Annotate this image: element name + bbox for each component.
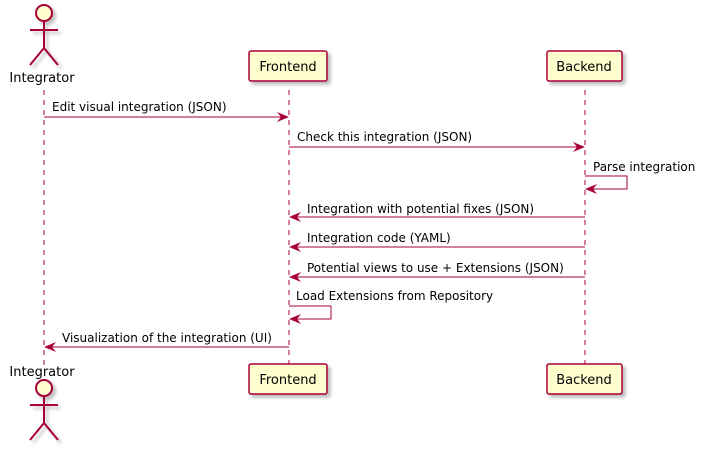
arrowhead — [289, 242, 301, 252]
arrowhead — [277, 112, 289, 122]
participant-label-integrator-bottom: Integrator — [9, 365, 75, 380]
participant-label-frontend-top: Frontend — [259, 60, 316, 75]
message-1: Edit visual integration (JSON) — [44, 100, 289, 122]
arrowhead — [44, 342, 56, 352]
participant-label-backend-top: Backend — [556, 60, 612, 75]
message-7: Load Extensions from Repository — [289, 289, 493, 324]
message-label: Integration with potential fixes (JSON) — [307, 202, 534, 216]
message-label: Parse integration — [593, 160, 695, 174]
participant-backend-bottom: Backend — [546, 363, 623, 395]
message-label: Edit visual integration (JSON) — [52, 100, 227, 114]
message-label: Potential views to use + Extensions (JSO… — [307, 261, 564, 275]
actor-icon — [29, 4, 59, 66]
message-4: Integration with potential fixes (JSON) — [289, 202, 585, 222]
message-label: Integration code (YAML) — [307, 231, 451, 245]
message-3: Parse integration — [585, 160, 695, 194]
actor-integrator-top — [29, 4, 59, 66]
participant-frontend-top: Frontend — [248, 50, 328, 82]
actor-icon — [29, 379, 59, 441]
message-2: Check this integration (JSON) — [289, 130, 585, 152]
message-label: Check this integration (JSON) — [297, 130, 472, 144]
message-5: Integration code (YAML) — [289, 231, 585, 252]
arrowhead — [585, 184, 597, 194]
actor-integrator-bottom — [29, 379, 59, 441]
message-6: Potential views to use + Extensions (JSO… — [289, 261, 585, 282]
message-label: Visualization of the integration (UI) — [62, 331, 272, 345]
arrowhead — [289, 314, 301, 324]
message-label: Load Extensions from Repository — [296, 289, 493, 303]
participant-label-frontend-bottom: Frontend — [259, 373, 316, 388]
participant-backend-top: Backend — [546, 50, 623, 82]
arrowhead — [289, 272, 301, 282]
participant-label-backend-bottom: Backend — [556, 373, 612, 388]
participant-frontend-bottom: Frontend — [248, 363, 328, 395]
participant-label-integrator-top: Integrator — [9, 71, 75, 86]
message-8: Visualization of the integration (UI) — [44, 331, 289, 352]
arrowhead — [573, 142, 585, 152]
arrowhead — [289, 212, 301, 222]
